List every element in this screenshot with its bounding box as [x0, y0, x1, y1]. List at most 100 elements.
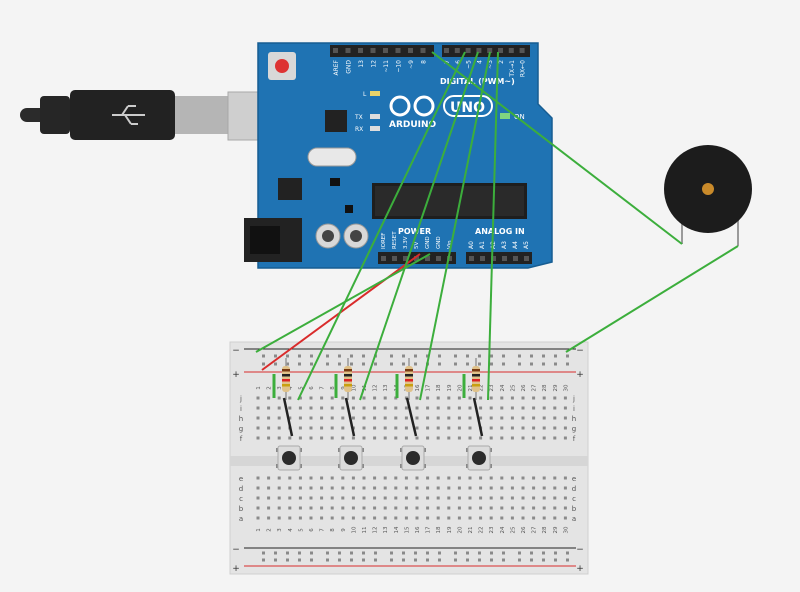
header-pin: [414, 256, 419, 261]
column-number: 26: [521, 526, 527, 533]
breadboard-hole: [383, 476, 387, 480]
breadboard-hole: [288, 486, 292, 490]
pin-label: RESET: [392, 231, 398, 249]
header-pin: [403, 256, 408, 261]
breadboard-hole: [288, 496, 292, 500]
breadboard-hole: [320, 406, 324, 410]
breadboard-hole: [383, 436, 387, 440]
breadboard-hole: [532, 416, 536, 420]
breadboard-hole: [468, 476, 472, 480]
row-letter: c: [572, 495, 576, 503]
rail-hole: [326, 551, 329, 555]
button-wire: [282, 397, 294, 437]
header-pin: [392, 256, 397, 261]
breadboard-hole: [489, 436, 493, 440]
breadboard-hole: [341, 406, 345, 410]
breadboard-hole: [447, 476, 451, 480]
header-pin: [513, 256, 518, 261]
breadboard-hole: [489, 486, 493, 490]
pin-label: 2: [498, 60, 505, 64]
breadboard-hole: [362, 516, 366, 520]
breadboard-hole: [256, 396, 260, 400]
breadboard-hole: [542, 416, 546, 420]
row-letter: e: [239, 475, 243, 483]
rail-hole: [298, 551, 301, 555]
pushbutton-cap[interactable]: [406, 451, 420, 465]
breadboard-hole: [288, 436, 292, 440]
power-jack-hole: [250, 226, 280, 254]
breadboard-hole: [479, 476, 483, 480]
breadboard-hole: [341, 506, 345, 510]
breadboard-hole: [489, 476, 493, 480]
rail-hole: [362, 558, 365, 562]
breadboard-hole: [426, 486, 430, 490]
breadboard-hole: [330, 506, 334, 510]
header-pin: [480, 256, 485, 261]
breadboard-hole: [415, 396, 419, 400]
breadboard-components: [272, 358, 492, 471]
on-label: ON: [514, 113, 525, 121]
header-pin: [381, 256, 386, 261]
column-number: 16: [415, 526, 421, 533]
rail-hole: [310, 551, 313, 555]
breadboard-hole: [383, 406, 387, 410]
breadboard-hole: [256, 486, 260, 490]
atmega-chip-face: [375, 186, 524, 216]
breadboard-hole: [457, 476, 461, 480]
pushbutton-cap[interactable]: [472, 451, 486, 465]
breadboard-hole: [500, 506, 504, 510]
column-number: 7: [320, 386, 326, 390]
breadboard-hole: [267, 436, 271, 440]
row-letter: i: [240, 405, 242, 413]
pushbutton-cap[interactable]: [282, 451, 296, 465]
breadboard-hole: [320, 476, 324, 480]
breadboard-hole: [553, 396, 557, 400]
breadboard-hole: [468, 426, 472, 430]
header-pin: [447, 256, 452, 261]
breadboard-hole: [532, 426, 536, 430]
breadboard-hole: [277, 476, 281, 480]
analog-label: ANALOG IN: [475, 227, 525, 236]
breadboard-hole: [341, 516, 345, 520]
row-letter: a: [239, 515, 243, 523]
breadboard-hole: [320, 416, 324, 420]
pushbutton-cap[interactable]: [344, 451, 358, 465]
breadboard-hole: [330, 396, 334, 400]
breadboard-hole: [457, 496, 461, 500]
breadboard-hole: [288, 506, 292, 510]
rail-hole: [478, 551, 481, 555]
rail-hole: [286, 551, 289, 555]
breadboard-hole: [267, 426, 271, 430]
column-number: 22: [479, 385, 485, 392]
breadboard-hole: [563, 516, 567, 520]
breadboard-hole: [351, 396, 355, 400]
rail-hole: [542, 362, 545, 366]
breadboard-hole: [362, 496, 366, 500]
row-letter: b: [572, 505, 577, 513]
breadboard-hole: [563, 436, 567, 440]
breadboard-hole: [500, 496, 504, 500]
crystal: [307, 147, 357, 167]
column-number: 27: [532, 384, 538, 391]
column-number: 4: [288, 386, 294, 390]
column-number: 17: [426, 526, 432, 533]
header-pin: [370, 48, 376, 53]
breadboard-hole: [320, 436, 324, 440]
rail-hole: [338, 551, 341, 555]
resistor-band: [282, 379, 290, 382]
resistor-band: [282, 384, 290, 387]
rail-hole: [286, 558, 289, 562]
rail-hole: [438, 558, 441, 562]
rail-hole: [566, 354, 569, 358]
breadboard-hole: [510, 496, 514, 500]
row-letter: a: [572, 515, 576, 523]
signal-wire-button-4: [487, 51, 499, 401]
rail-hole: [438, 551, 441, 555]
usb-plug-metal: [175, 96, 231, 134]
rail-hole: [426, 558, 429, 562]
rail-hole: [414, 558, 417, 562]
breadboard-hole: [351, 506, 355, 510]
pin-label: 12: [371, 60, 378, 68]
breadboard-hole: [426, 436, 430, 440]
